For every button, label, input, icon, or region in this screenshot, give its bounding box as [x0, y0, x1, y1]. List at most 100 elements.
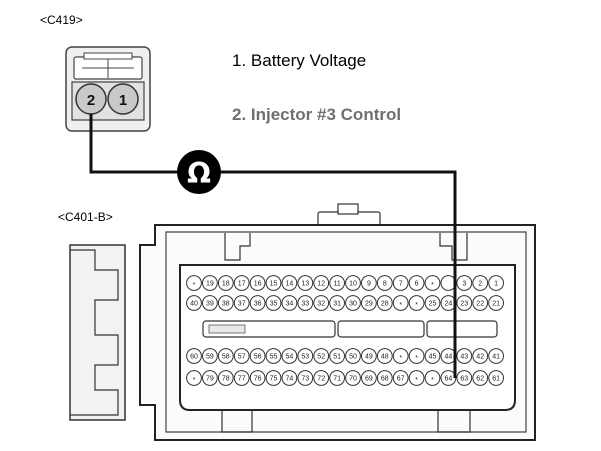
c401b-pin-circle: [408, 295, 425, 311]
c401b-pin: *: [408, 295, 425, 311]
c401b-pin-label: 70: [349, 376, 357, 383]
c401b-pin-circle: [376, 275, 393, 291]
c401b-pin-circle: [217, 348, 234, 364]
c401b-pin-label: 41: [492, 354, 500, 361]
c401b-pin: 38: [217, 295, 234, 311]
c401b-pin: *: [186, 370, 202, 386]
c401b-pin: 42: [472, 348, 489, 364]
c401b-pin: 17: [233, 275, 250, 291]
c401b-pin-label: 60: [190, 354, 198, 361]
c401b-pin-label: *: [431, 377, 434, 384]
c401b-pin-label: 55: [270, 354, 278, 361]
c401b-pin-circle: [361, 348, 377, 364]
c401b-pin-circle: [329, 295, 346, 311]
c401b-pin-circle: [424, 295, 441, 311]
c401b-pin-label: 23: [460, 301, 468, 308]
c401b-pin-circle: [313, 370, 330, 386]
c401b-pin: *: [424, 370, 441, 386]
c401b-pin: 7: [392, 275, 409, 291]
c401b-pin-circle: [345, 275, 361, 291]
c401b-pin: 68: [376, 370, 393, 386]
c401b-pin-label: 53: [301, 354, 309, 361]
c401b-pin: 55: [265, 348, 282, 364]
c401b-pin: 1: [488, 275, 505, 291]
c401b-pin-circle: [488, 370, 505, 386]
c401b-pin-label: 62: [476, 376, 484, 383]
c401b-pin-circle: [233, 275, 250, 291]
c401b-pin: *: [186, 275, 202, 291]
c401b-pin: 11: [329, 275, 346, 291]
c401b-pin-circle: [456, 348, 473, 364]
c401b-pin-circle: [392, 295, 409, 311]
c401b-pin-circle: [392, 275, 409, 291]
c401b-pin-label: 21: [492, 301, 500, 308]
c401b-pin-circle: [297, 275, 314, 291]
c401b-pin: 76: [249, 370, 266, 386]
c401b-pin: 52: [313, 348, 330, 364]
c401b-pin: 40: [186, 295, 202, 311]
c401b-pin-label: *: [415, 355, 418, 362]
c401b-pin-circle: [424, 348, 441, 364]
c401b-pin: *: [408, 370, 425, 386]
c401b-pin: 22: [472, 295, 489, 311]
c401b-pin: 58: [217, 348, 234, 364]
c401b-pin-circle: [217, 275, 234, 291]
c401b-pin: 30: [345, 295, 361, 311]
c401b-pin-circle: [472, 275, 489, 291]
c401b-pin: 33: [297, 295, 314, 311]
c401b-pin-circle: [488, 275, 505, 291]
c401b-pin-label: 31: [333, 301, 341, 308]
c401b-pin-circle: [329, 370, 346, 386]
c401b-pin-label: 12: [317, 281, 325, 288]
c401b-pin-label: 58: [222, 354, 230, 361]
c401b-pin: 67: [392, 370, 409, 386]
c401b-pin: 36: [249, 295, 266, 311]
c401b-pin-label: 18: [222, 281, 230, 288]
legend-item-2: 2. Injector #3 Control: [232, 105, 402, 124]
c401b-pin-label: 8: [383, 281, 387, 288]
c401b-pin-circle: [265, 348, 282, 364]
c401b-pin: 39: [202, 295, 218, 311]
c401b-pin-circle: [456, 275, 473, 291]
c401b-pin-label: 6: [415, 281, 419, 288]
c401b-pin-label: 72: [317, 376, 325, 383]
c401b-pin: 23: [456, 295, 473, 311]
c401b-pin-label: 14: [286, 281, 294, 288]
c401b-pin-label: 38: [222, 301, 230, 308]
c401b-pin-circle: [424, 370, 441, 386]
c401b-pin: 6: [408, 275, 425, 291]
c401b-pin-label: 19: [206, 281, 214, 288]
c401b-pin: 51: [329, 348, 346, 364]
c401b-pin-label: 57: [238, 354, 246, 361]
c401b-pin-label: 49: [365, 354, 373, 361]
c401b-pin-label: *: [193, 282, 196, 289]
c401b-pin-circle: [313, 348, 330, 364]
c401b-pin-label: 73: [301, 376, 309, 383]
c401b-pin: 19: [202, 275, 218, 291]
c401b-pin-label: 77: [238, 376, 246, 383]
c401b-pin-label: 15: [270, 281, 278, 288]
c401b-pin-label: 22: [476, 301, 484, 308]
c401b-pin-label: 16: [254, 281, 262, 288]
c401b-pin-label: 56: [254, 354, 262, 361]
c401b-pin: 37: [233, 295, 250, 311]
c401b-pin: *: [392, 295, 409, 311]
c401b-pin-circle: [488, 348, 505, 364]
probe-wire-c401b: [216, 170, 457, 378]
c401b-pin: 79: [202, 370, 218, 386]
legend-item-1: 1. Battery Voltage: [232, 51, 367, 70]
c401b-pin: 9: [361, 275, 377, 291]
c401b-pin-circle: [313, 295, 330, 311]
c401b-pin-circle: [329, 275, 346, 291]
c401b-pin-circle: [281, 275, 298, 291]
c401b-pin-label: *: [193, 377, 196, 384]
c401b-pin-circle: [249, 295, 266, 311]
ohmmeter-icon: Ω: [177, 150, 221, 194]
c401b-pin-label: 54: [286, 354, 294, 361]
c401b-pin: 61: [488, 370, 505, 386]
c401b-pin-circle: [186, 275, 202, 291]
c401b-pin-label: *: [399, 355, 402, 362]
connector-c401b-label: <C401-B>: [58, 210, 113, 224]
